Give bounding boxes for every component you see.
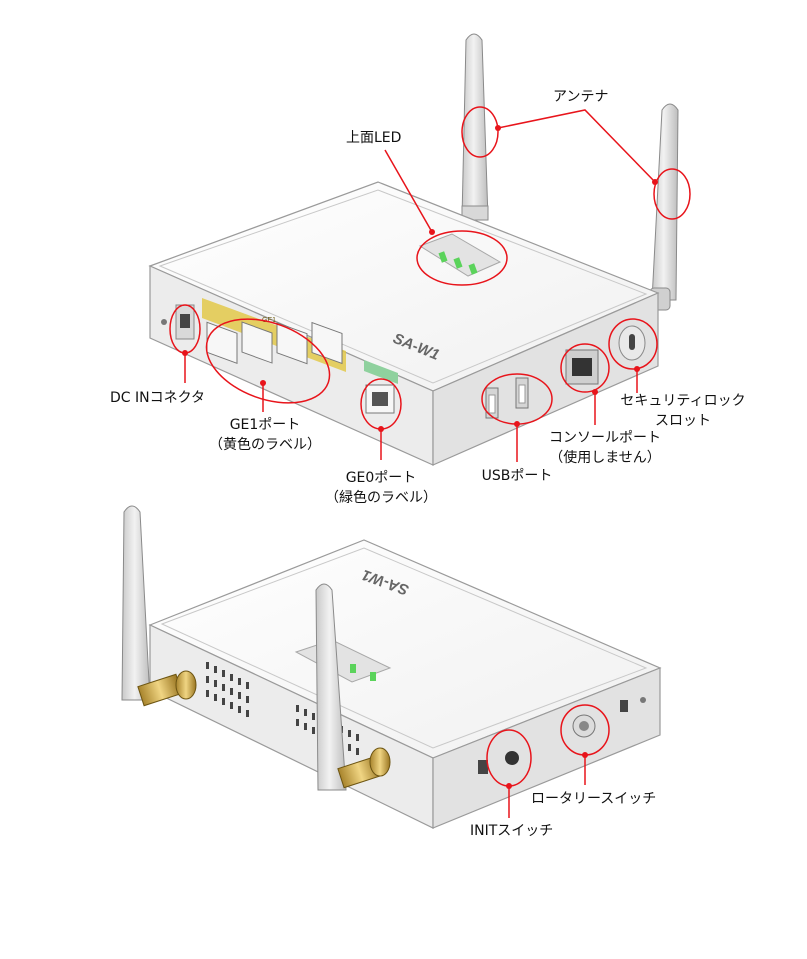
ge1-port-2 xyxy=(241,321,273,364)
callout-dots xyxy=(182,125,658,789)
ge1-circle xyxy=(205,318,331,404)
router-front-view: SA-W1 GE1 xyxy=(148,33,679,466)
top-led-leader xyxy=(384,149,433,233)
ge0-label-band xyxy=(364,360,398,384)
rotary-switch xyxy=(572,714,596,738)
top-led-panel xyxy=(418,233,502,277)
antenna-left-circle xyxy=(461,106,499,158)
usb-ports xyxy=(485,377,529,419)
right-face xyxy=(432,292,659,466)
rotary-switch-label: ロータリースイッチ xyxy=(531,791,657,807)
router-rear-view: SA-W1 xyxy=(121,505,662,829)
ge1-label: GE1ポート xyxy=(229,417,301,433)
ge1-port-3 xyxy=(276,322,308,365)
console-circle xyxy=(560,343,610,393)
dc-in-connector xyxy=(161,304,195,340)
rear-right-face xyxy=(432,667,661,829)
rear-screw xyxy=(640,697,646,703)
security-lock-label: セキュリティロック xyxy=(620,393,746,409)
antenna-leader xyxy=(497,109,656,183)
ge1-note: （黄色のラベル） xyxy=(209,437,321,453)
top-led-label: 上面LED xyxy=(346,130,402,146)
console-label: コンソールポート xyxy=(549,430,661,446)
ge1-port-4 xyxy=(311,321,343,365)
ge1-band-text: GE1 xyxy=(262,317,276,324)
security-lock-label-2: スロット xyxy=(655,413,711,429)
console-port xyxy=(565,349,599,385)
antenna-label: アンテナ xyxy=(553,89,609,105)
security-lock-slot xyxy=(618,325,646,361)
ge0-port xyxy=(365,384,395,414)
security-lock-circle xyxy=(608,318,658,370)
ge1-label-band xyxy=(202,298,346,372)
antenna-right-circle xyxy=(653,168,691,220)
init-switch-label: INITスイッチ xyxy=(470,823,554,839)
ge0-label: GE0ポート xyxy=(345,470,417,486)
usb-label: USBポート xyxy=(481,468,553,484)
ge1-port-1 xyxy=(206,321,238,364)
console-note: （使用しません） xyxy=(549,450,661,466)
ge0-note: （緑色のラベル） xyxy=(325,490,437,506)
top-led-circle xyxy=(416,230,508,286)
dc-in-label: DC INコネクタ xyxy=(110,390,206,406)
rear-port-slot xyxy=(620,700,628,712)
ge1-ports xyxy=(206,321,343,365)
antenna-left xyxy=(461,33,489,221)
init-switch xyxy=(478,751,519,774)
rear-antenna-middle xyxy=(315,583,391,791)
rear-antenna-left xyxy=(121,505,197,707)
antenna-right xyxy=(649,103,679,311)
